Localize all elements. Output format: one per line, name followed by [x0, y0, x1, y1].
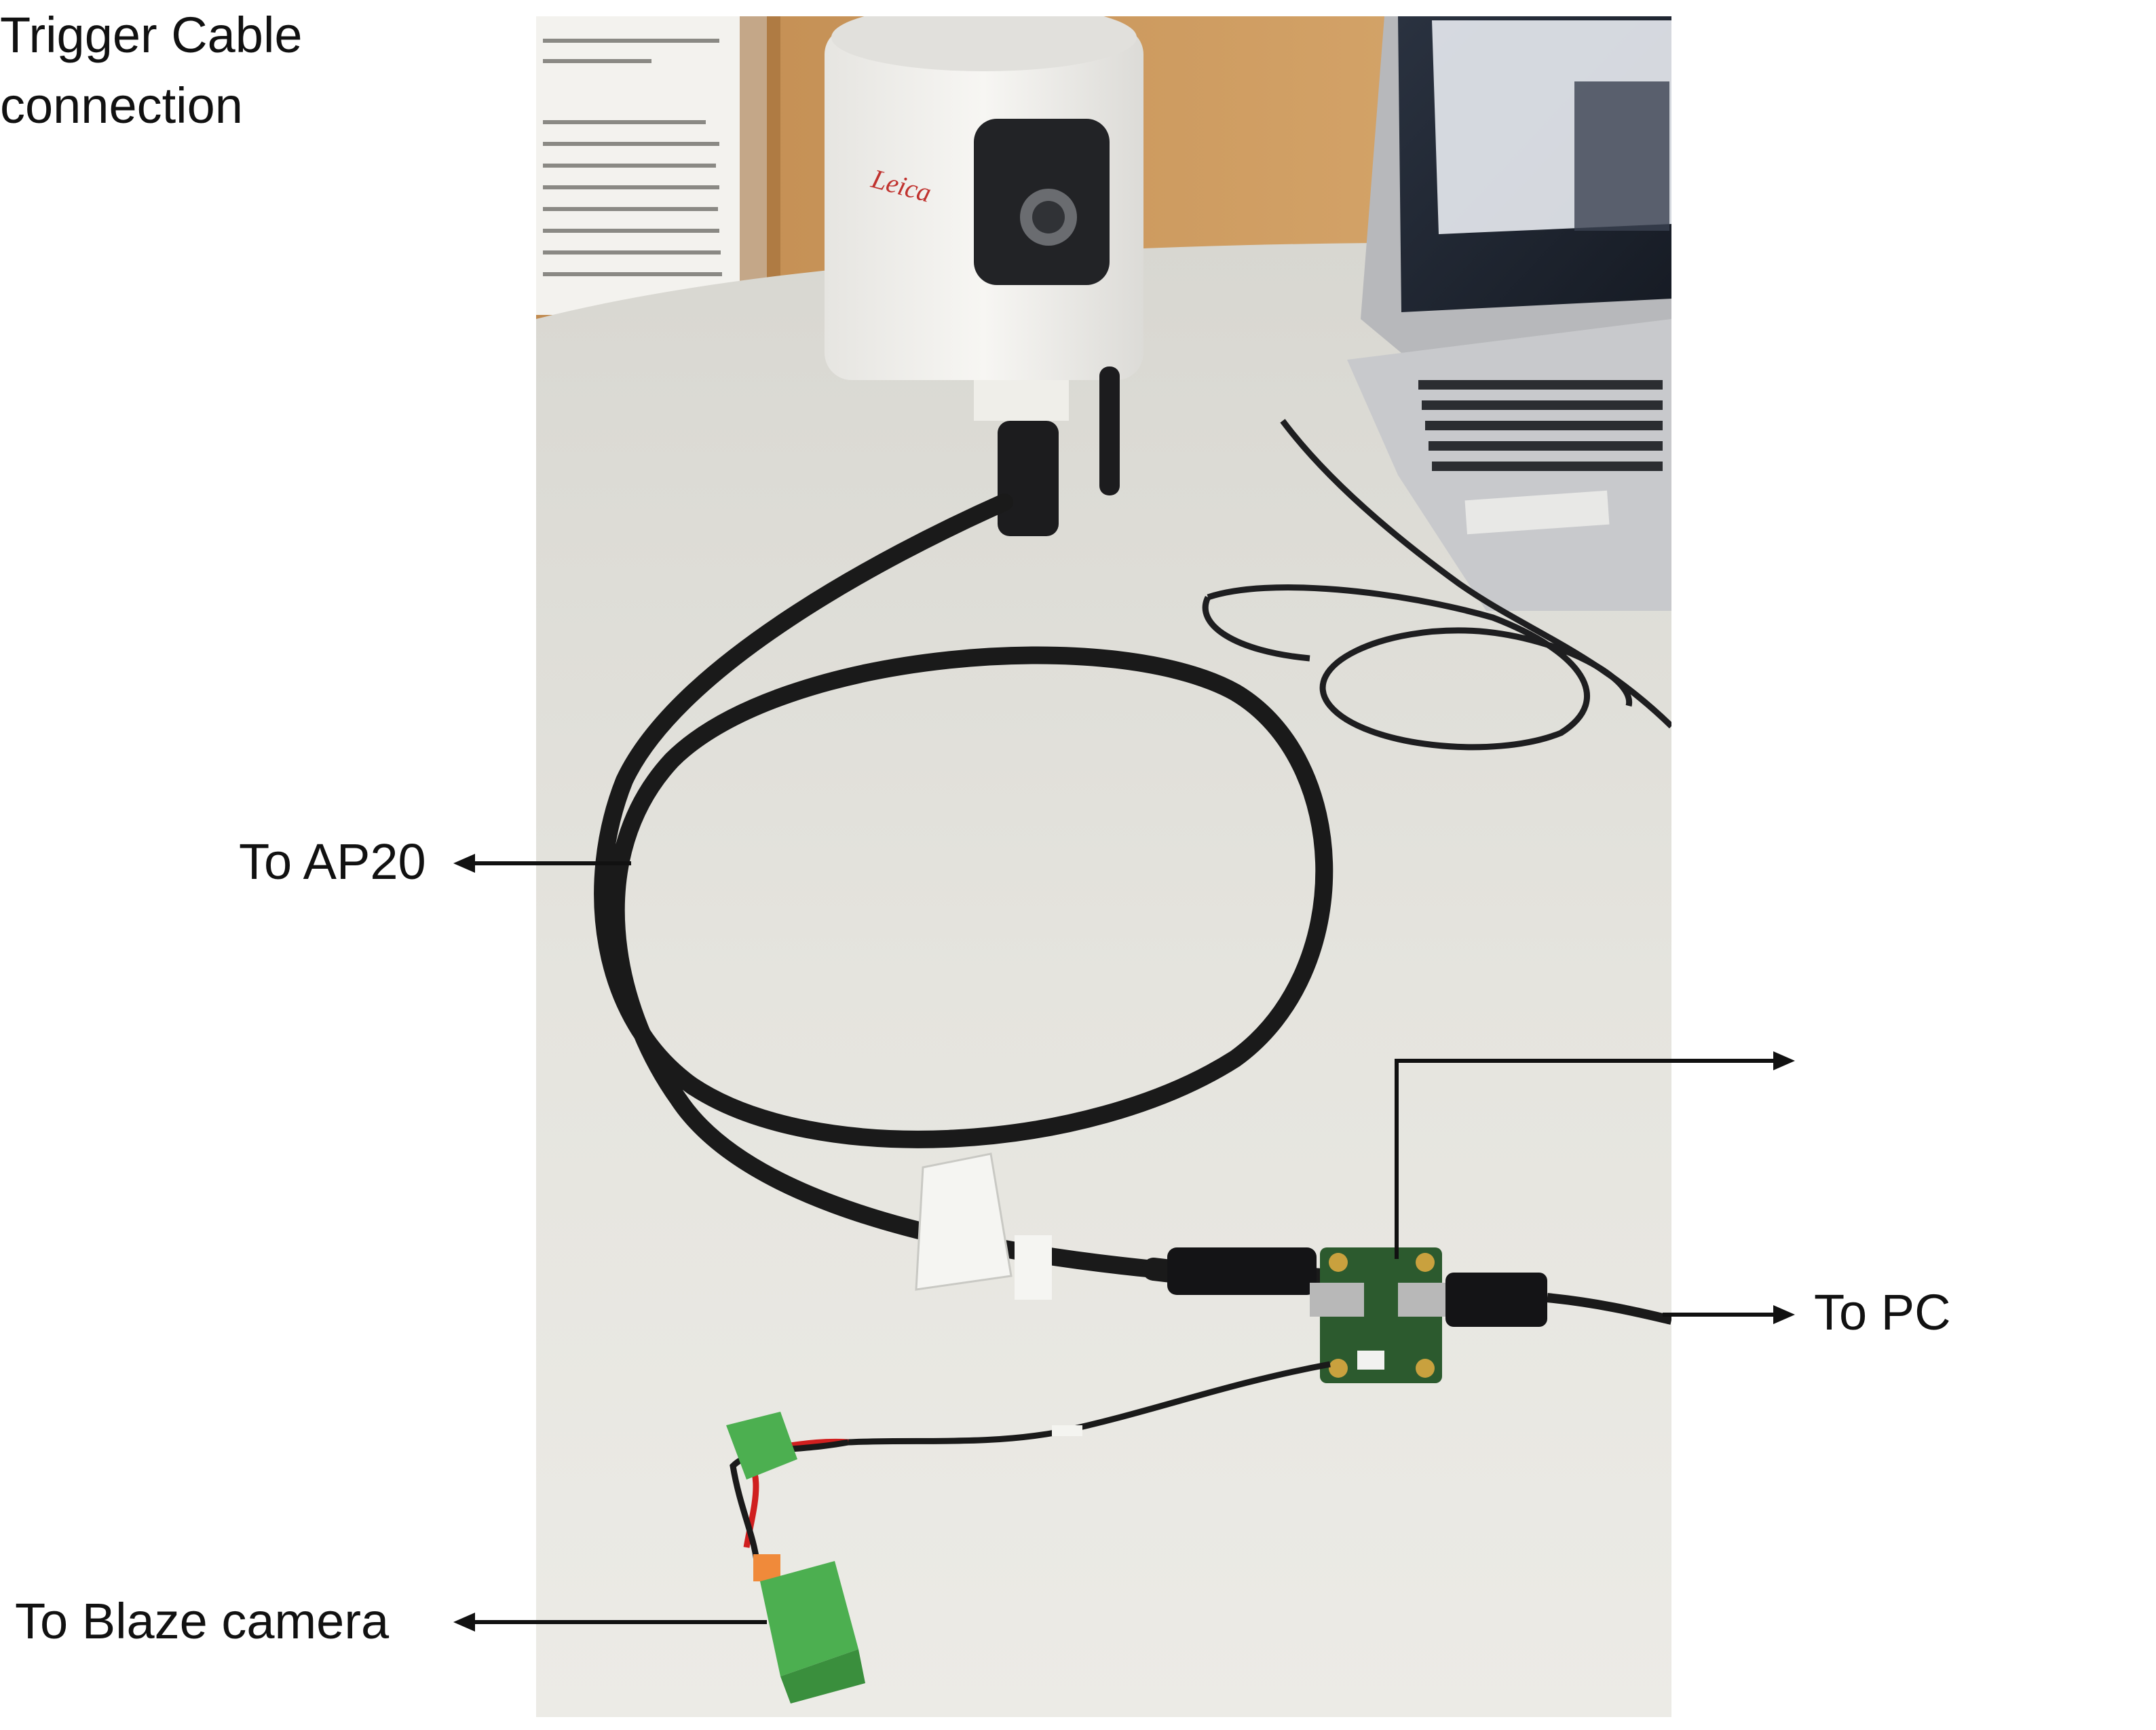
arrowheads [453, 854, 1795, 1632]
trigger-arrow-line [1395, 1059, 1778, 1259]
usb-plug-left [1167, 1247, 1317, 1295]
callout-to-ap20: To AP20 [239, 833, 426, 890]
trigger-pcb [1310, 1247, 1452, 1383]
camera: Leica [825, 16, 1143, 536]
laptop-cable [1202, 419, 1671, 751]
terminal-block [726, 1412, 865, 1704]
callout-trigger-line2: connection [0, 77, 243, 134]
callout-to-blaze-camera: To Blaze camera [15, 1593, 390, 1649]
trigger-arrowhead [1773, 1051, 1795, 1070]
laptop [1347, 16, 1671, 611]
pc-arrowhead [1773, 1305, 1795, 1324]
blaze-arrowhead [453, 1613, 475, 1632]
cable-label [915, 1152, 1052, 1300]
pc-cable [1547, 1293, 1671, 1325]
usb-plug-right [1445, 1273, 1547, 1327]
poster-text-lines [543, 39, 722, 276]
callout-trigger-cable: Trigger Cable connection [0, 0, 2156, 141]
callout-to-pc: To PC [1814, 1284, 1951, 1340]
callout-lines [467, 861, 1778, 1624]
ap20-arrowhead [453, 854, 475, 873]
callout-trigger-line1: Trigger Cable [0, 7, 303, 63]
